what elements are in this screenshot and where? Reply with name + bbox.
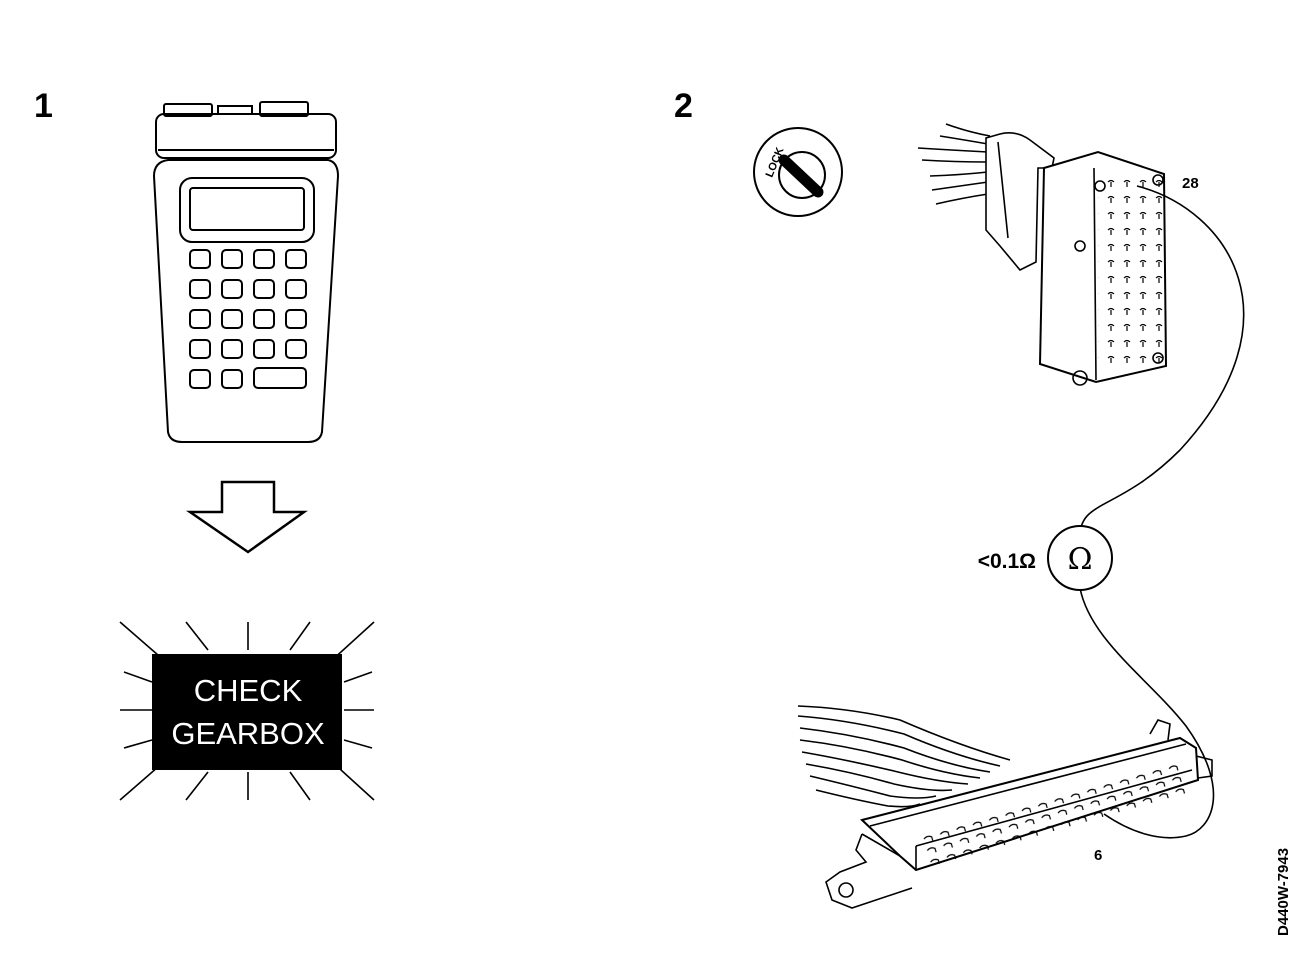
pin-28-label: 28 xyxy=(1182,175,1199,192)
upper-connector xyxy=(917,123,1168,386)
ohm-symbol: Ω xyxy=(1068,542,1093,577)
ignition-lock-icon: LOCK xyxy=(753,127,843,217)
diagnostic-tester xyxy=(152,101,340,443)
warning-text-line-2: GEARBOX xyxy=(171,716,325,751)
step-1-number: 1 xyxy=(34,87,53,125)
warning-text-line-1: CHECK xyxy=(194,673,303,708)
tester-keypad xyxy=(189,249,307,389)
pin-6-label: 6 xyxy=(1094,847,1102,864)
check-gearbox-warning-lamp xyxy=(152,654,342,770)
step-2-number: 2 xyxy=(674,87,693,125)
test-leads xyxy=(1079,185,1245,839)
down-arrow-icon xyxy=(185,480,308,554)
figure-id: D440W-7943 xyxy=(1275,848,1292,936)
resistance-spec: <0.1Ω xyxy=(978,550,1036,573)
lower-connector xyxy=(797,705,1213,909)
ohmmeter: Ω xyxy=(1047,525,1113,591)
